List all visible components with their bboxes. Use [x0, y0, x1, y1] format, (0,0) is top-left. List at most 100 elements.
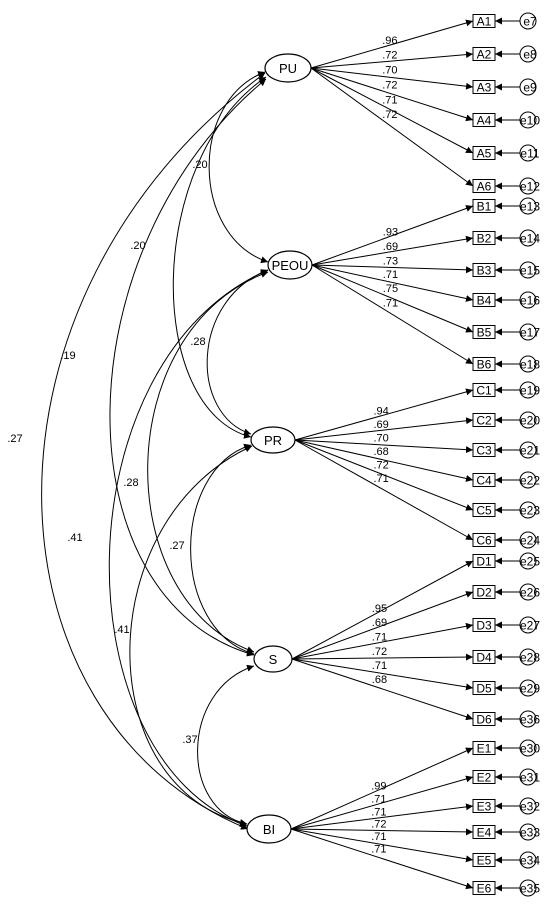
- loading-path: [310, 51, 474, 69]
- latent-pu: PU: [264, 53, 312, 83]
- error-circle: [519, 879, 537, 897]
- covariance-label: .19: [60, 350, 75, 362]
- error-circle: [519, 823, 537, 841]
- indicator-label: D2: [476, 586, 492, 600]
- error-circle: [519, 291, 537, 309]
- indicator-c4: C4: [472, 473, 496, 488]
- error-circle: [519, 144, 537, 162]
- loading-path: [290, 828, 474, 890]
- latent-s: S: [253, 645, 293, 673]
- loading-label: .71: [383, 269, 398, 281]
- error-label: e21: [520, 444, 540, 458]
- covariance-arc: [108, 269, 269, 827]
- loading-path: [311, 205, 474, 266]
- error-circle: [519, 381, 537, 399]
- indicator-b4: B4: [472, 293, 496, 308]
- latent-ellipse: [253, 645, 293, 673]
- loading-path: [290, 803, 474, 830]
- indicator-label: C3: [476, 444, 492, 458]
- indicator-label: E1: [477, 742, 492, 756]
- indicator-label: E4: [477, 826, 492, 840]
- indicator-b5: B5: [472, 325, 496, 340]
- error-label: e22: [520, 474, 540, 488]
- loading-path: [291, 658, 474, 691]
- covariance-pr-s: .27: [169, 443, 255, 656]
- error-label: e11: [520, 147, 539, 161]
- error-term-e20: e20: [495, 411, 540, 429]
- error-label: e19: [520, 384, 540, 398]
- covariance-label: .27: [7, 433, 22, 445]
- indicator-label: E6: [477, 882, 492, 896]
- loading-path: [294, 439, 474, 511]
- error-label: e24: [520, 534, 540, 548]
- loading-label: .71: [372, 660, 387, 672]
- error-circle: [519, 768, 537, 786]
- loading-label: .69: [383, 241, 398, 253]
- error-term-e11: e11: [495, 144, 540, 162]
- indicator-e4: E4: [472, 825, 496, 840]
- loading-path: [290, 775, 474, 830]
- indicator-c1: C1: [472, 383, 496, 398]
- indicator-d3: D3: [472, 618, 496, 633]
- loading-label: .72: [382, 109, 397, 121]
- indicator-b1: B1: [472, 199, 496, 214]
- error-label: e12: [520, 180, 540, 194]
- loading-path: [290, 828, 474, 863]
- error-label: e9: [523, 81, 537, 95]
- loading-label: .71: [372, 632, 387, 644]
- indicator-label: A1: [477, 15, 492, 29]
- indicator-c3: C3: [472, 443, 496, 458]
- error-circle: [519, 441, 537, 459]
- covariance-arc: [206, 269, 269, 436]
- loading-label: .72: [372, 646, 387, 658]
- loading-path: [311, 264, 474, 365]
- loading-path: [310, 67, 474, 122]
- indicator-e6: E6: [472, 881, 496, 896]
- indicator-label: C2: [476, 414, 492, 428]
- covariance-pu-bi: .27: [7, 72, 266, 830]
- loading-path: [291, 658, 474, 721]
- indicator-d2: D2: [472, 585, 496, 600]
- indicator-b3: B3: [472, 263, 496, 278]
- covariance-label: .37: [182, 734, 197, 746]
- covariance-label: .28: [123, 477, 138, 489]
- indicator-label: E2: [477, 771, 492, 785]
- error-label: e34: [520, 854, 540, 868]
- error-circle: [519, 197, 537, 215]
- indicator-c2: C2: [472, 413, 496, 428]
- error-circle: [519, 471, 537, 489]
- covariance-label: .28: [190, 336, 205, 348]
- loading-path: [291, 560, 474, 660]
- loading-path: [290, 828, 474, 836]
- error-term-e28: e28: [495, 648, 540, 666]
- error-label: e29: [520, 682, 540, 696]
- error-label: e27: [520, 619, 540, 633]
- covariance-label: .27: [169, 540, 184, 552]
- error-circle: [519, 229, 537, 247]
- error-term-e10: e10: [495, 111, 540, 129]
- indicator-label: A5: [477, 147, 492, 161]
- loading-label: .94: [373, 406, 388, 418]
- error-circle: [519, 111, 537, 129]
- indicator-a1: A1: [472, 14, 496, 29]
- error-label: e7: [523, 15, 537, 29]
- covariance-pr-bi: .41: [114, 445, 253, 826]
- error-label: e31: [520, 771, 540, 785]
- error-term-e36: e36: [495, 710, 540, 728]
- error-label: e30: [520, 742, 540, 756]
- error-circle: [519, 648, 537, 666]
- covariance-peou-s: .28: [123, 271, 269, 653]
- latent-label: BI: [263, 822, 275, 837]
- indicator-label: E3: [477, 800, 492, 814]
- indicator-d5: D5: [472, 681, 496, 696]
- latent-label: PU: [279, 61, 297, 76]
- error-circle: [519, 552, 537, 570]
- indicator-label: B5: [477, 326, 492, 340]
- error-circle: [519, 739, 537, 757]
- error-label: e28: [520, 651, 540, 665]
- covariance-arc: [109, 78, 267, 657]
- indicator-label: B4: [477, 294, 492, 308]
- loading-label: .71: [371, 831, 386, 843]
- covariance-arc: [129, 445, 253, 826]
